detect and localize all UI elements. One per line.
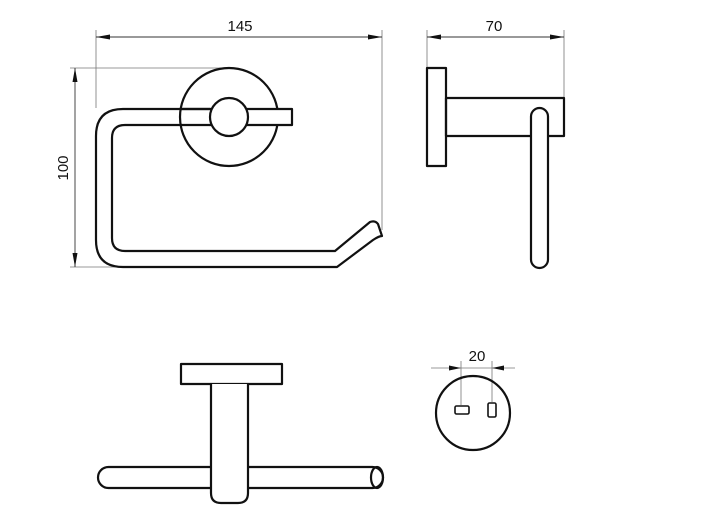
arrow-head: [368, 34, 382, 40]
depth-dimension-label: 70: [486, 18, 503, 35]
wall-plate: [425, 66, 448, 168]
height-dimension-label: 100: [55, 155, 72, 180]
arrow-head: [72, 253, 78, 267]
wall-plate-bottom: [179, 362, 284, 386]
spacing-dimension-label: 20: [469, 348, 486, 365]
side-view: 70: [425, 18, 566, 270]
holder-loop: [94, 107, 384, 269]
bottom-view: [96, 362, 385, 505]
front-view: 145 100: [55, 18, 384, 269]
stem: [209, 382, 250, 505]
vertical-rod: [529, 106, 550, 270]
rosette-circle: [434, 374, 512, 452]
arrow-head: [72, 68, 78, 82]
mounting-slot-vertical: [487, 402, 497, 418]
arrow-head: [96, 34, 110, 40]
width-dimension-label: 145: [227, 18, 252, 35]
arrow-head: [550, 34, 564, 40]
rosette-view: 20: [431, 348, 515, 452]
arrow-head: [427, 34, 441, 40]
arrow-head: [492, 365, 504, 371]
rod-end: [369, 465, 385, 490]
arm-body: [444, 96, 566, 138]
rosette-inner: [208, 96, 250, 138]
arrow-head: [449, 365, 461, 371]
mounting-slot-horizontal: [454, 405, 470, 415]
